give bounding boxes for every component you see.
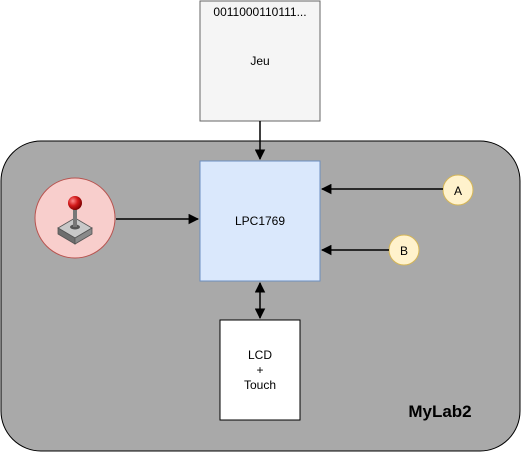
lcd-label-line2: + — [256, 363, 263, 377]
button-a-label: A — [454, 184, 462, 198]
game-bitstream: 0011000110111... — [213, 5, 306, 19]
lcd-box — [219, 319, 301, 421]
lcd-label-line1: LCD — [248, 348, 272, 362]
game-box — [199, 0, 321, 122]
mcu-label: LPC1769 — [235, 214, 285, 228]
button-b-label: B — [400, 244, 408, 258]
lcd-label-line3: Touch — [244, 378, 276, 392]
joystick-icon — [57, 196, 93, 245]
joystick — [34, 177, 116, 259]
game-label: Jeu — [250, 54, 269, 68]
button-a — [442, 174, 474, 206]
board-label: MyLab2 — [408, 402, 471, 421]
mcu-box — [199, 160, 321, 282]
